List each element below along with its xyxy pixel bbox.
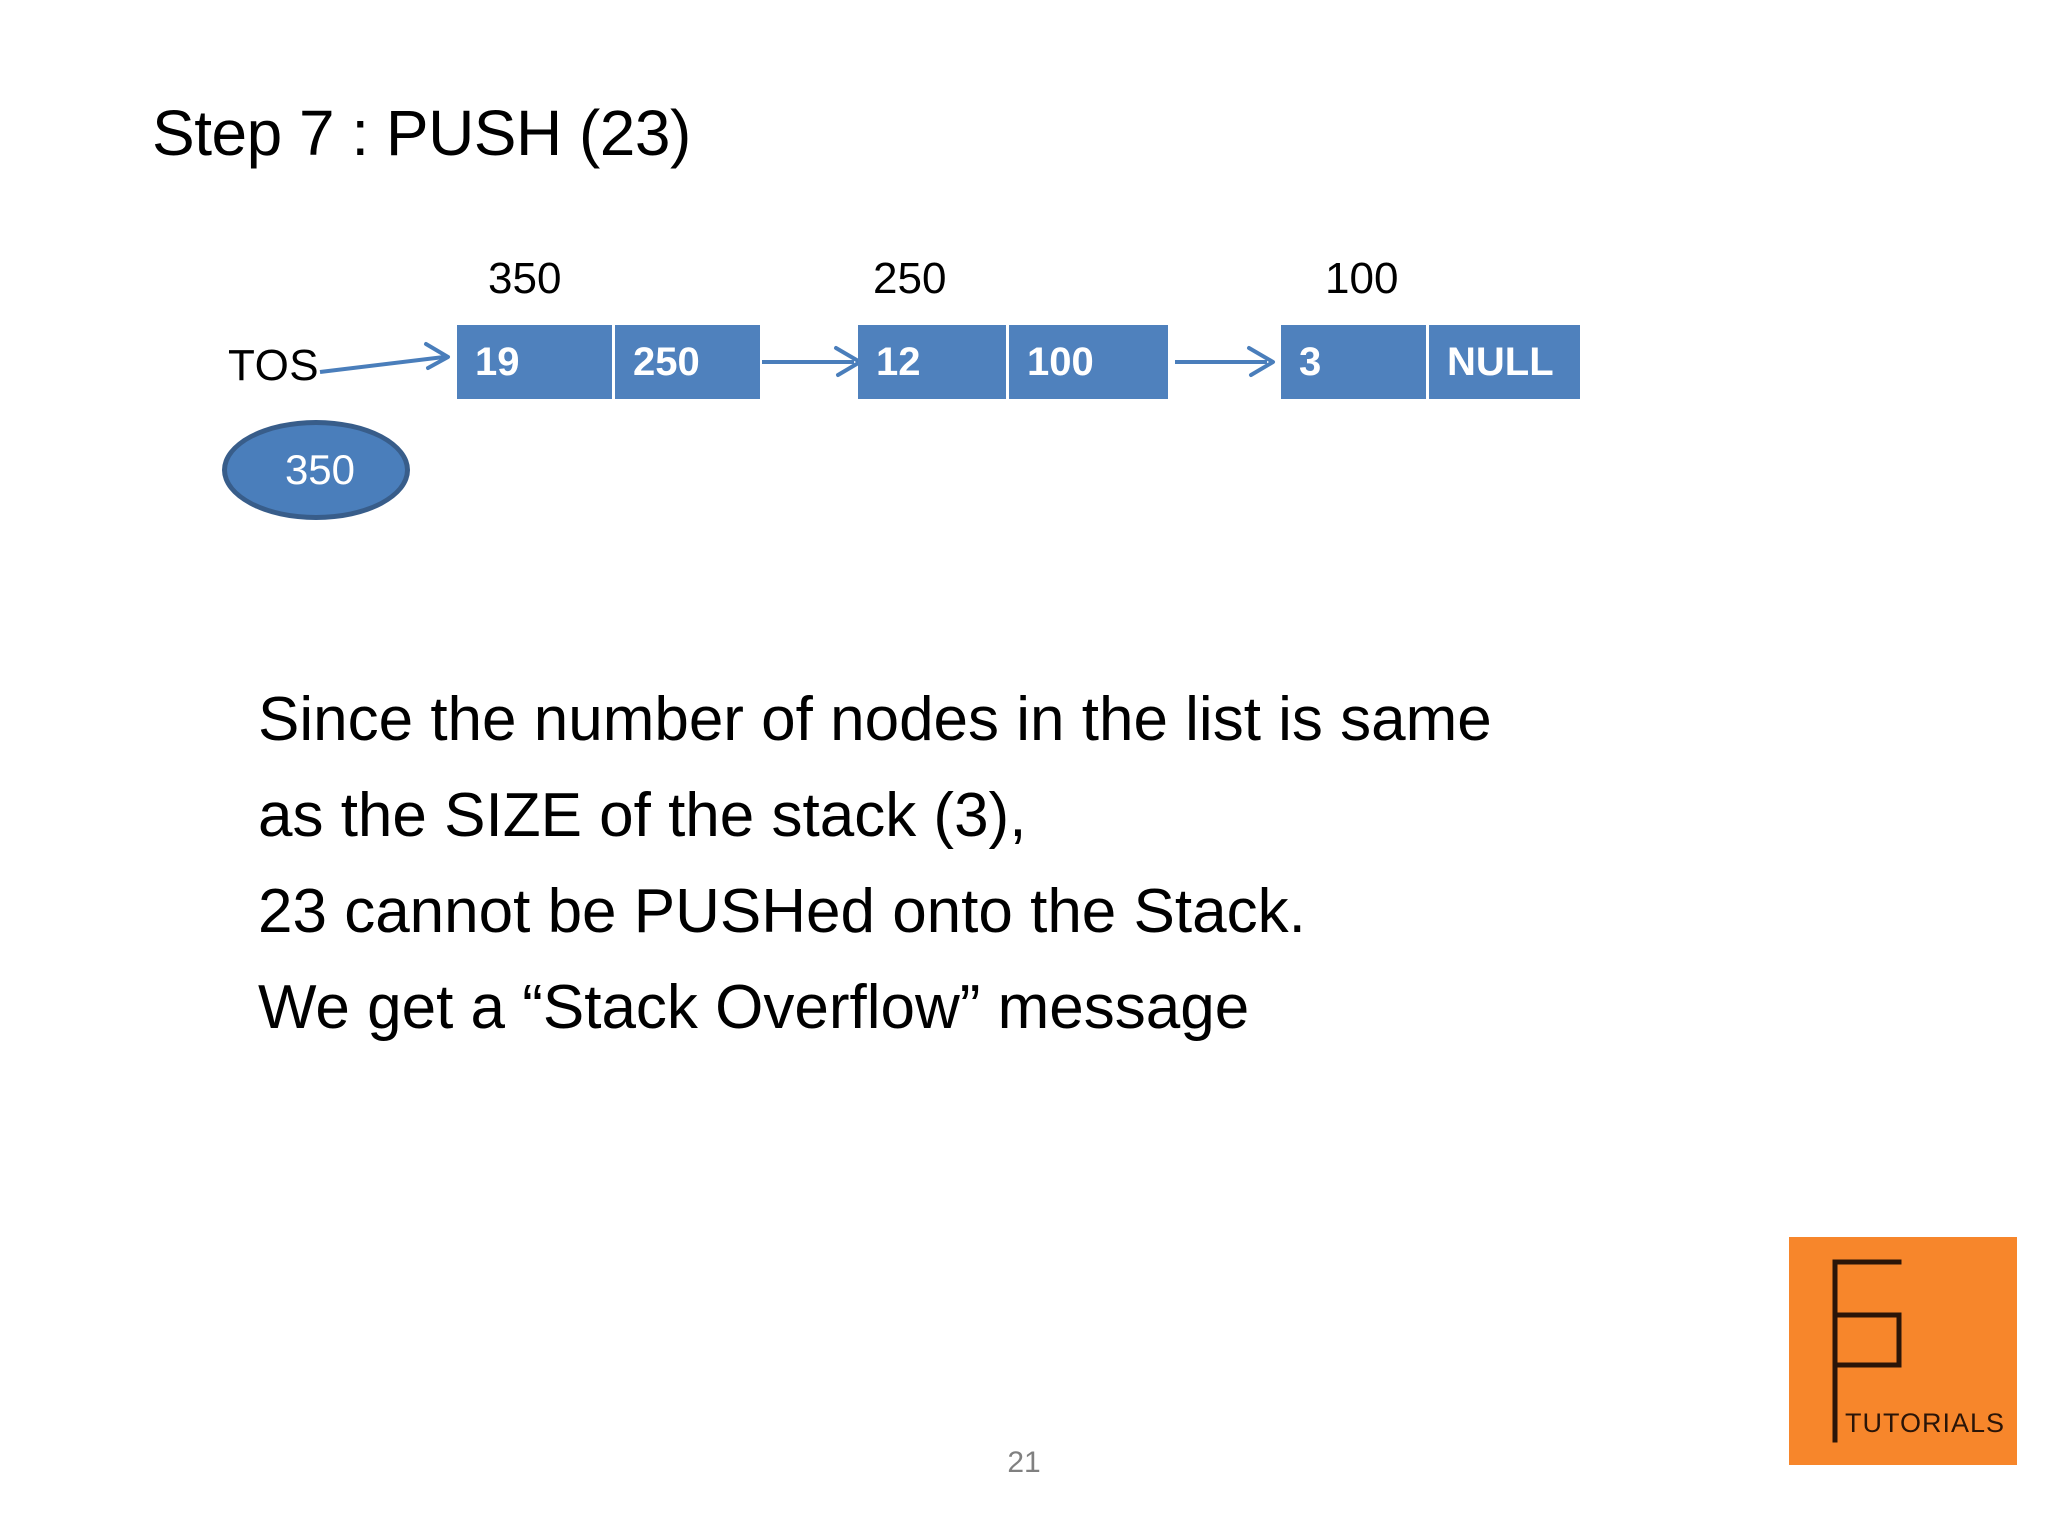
node-3-next-cell: NULL [1426, 325, 1580, 399]
tos-arrow-icon [318, 338, 458, 386]
explanation-line-2: as the SIZE of the stack (3), [258, 781, 1027, 850]
explanation-line-3: 23 cannot be PUSHed onto the Stack. [258, 877, 1306, 946]
node-2-data-cell: 12 [858, 325, 1006, 399]
node-2-next-cell: 100 [1006, 325, 1168, 399]
node-address-label-3: 100 [1325, 254, 1399, 303]
node-1-data-cell: 19 [457, 325, 612, 399]
logo-wordmark: TUTORIALS [1845, 1408, 2006, 1438]
node-1-next-cell: 250 [612, 325, 760, 399]
linked-list-diagram: TOS 350 250 100 19 250 12 100 3 NULL [0, 0, 2048, 560]
tos-value-text: 350 [284, 446, 356, 493]
logo-mark-icon [1832, 1259, 1902, 1443]
brand-logo: TUTORIALS [1789, 1237, 2017, 1465]
node-address-label-2: 250 [873, 254, 947, 303]
list-node-2: 12 100 [858, 325, 1168, 399]
explanation-line-1: Since the number of nodes in the list is… [258, 685, 1492, 754]
list-node-1: 19 250 [457, 325, 760, 399]
link-arrow-1-icon [762, 338, 872, 386]
tos-label: TOS [228, 341, 320, 390]
explanation-line-4: We get a “Stack Overflow” message [258, 973, 1250, 1042]
node-address-label-1: 350 [488, 254, 562, 303]
page-number: 21 [1007, 1446, 1041, 1479]
page-title: Step 7 : PUSH (23) [152, 97, 691, 169]
list-node-3: 3 NULL [1281, 325, 1580, 399]
tos-value-ellipse: 350 [222, 420, 410, 520]
link-arrow-2-icon [1175, 338, 1285, 386]
node-3-data-cell: 3 [1281, 325, 1426, 399]
explanation-text: Since the number of nodes in the list is… [258, 672, 1818, 1056]
